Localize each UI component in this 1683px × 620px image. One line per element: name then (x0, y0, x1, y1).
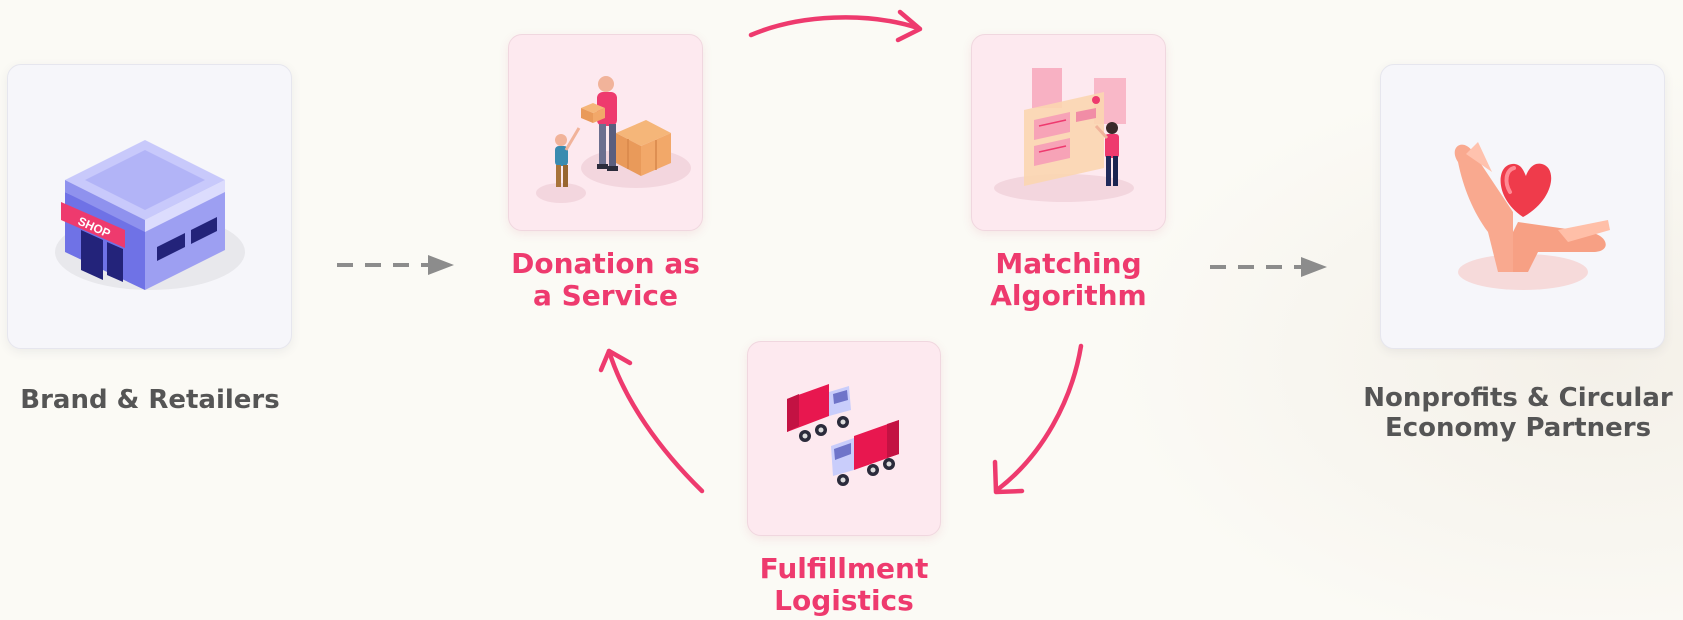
shop-icon: SHOP (54, 139, 245, 290)
donation-service-label: Donation as a Service (511, 247, 700, 313)
matching-algorithm-label: Matching Algorithm (990, 247, 1147, 313)
fulfillment-logistics-label: Fulfillment Logistics (759, 552, 929, 618)
dashboard-panels-icon (993, 67, 1134, 202)
box-handover-icon (535, 75, 691, 203)
delivery-trucks-icon (787, 383, 899, 486)
curved-arrow-top (748, 9, 923, 43)
nonprofits-label: Nonprofits & Circular Economy Partners (1363, 383, 1673, 443)
matching-algorithm-card (971, 34, 1166, 231)
curved-arrow-left (598, 348, 705, 494)
donation-service-card (508, 34, 703, 231)
curved-arrow-right (992, 343, 1084, 495)
dashed-arrow-right (1210, 257, 1327, 277)
fulfillment-logistics-card (747, 341, 941, 536)
dashed-arrow-left (337, 255, 454, 275)
brand-retailers-card: SHOP (7, 64, 292, 349)
nonprofits-card (1380, 64, 1665, 349)
hands-heart-icon (1454, 141, 1610, 290)
brand-retailers-label: Brand & Retailers (20, 385, 280, 415)
